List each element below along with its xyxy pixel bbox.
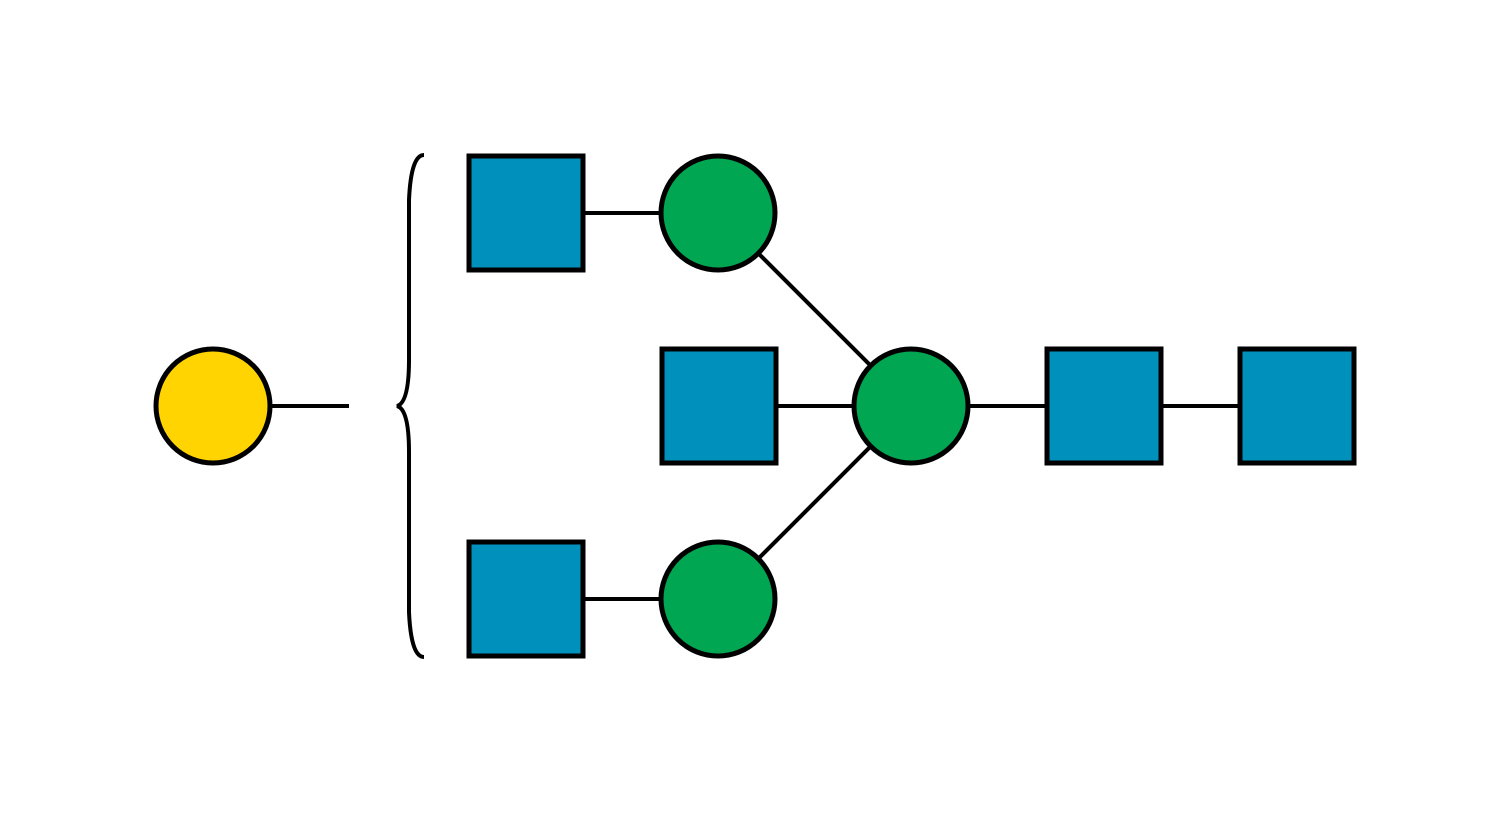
glcnac-top-blue-square-icon [466, 153, 586, 273]
glcnac-bisect-blue-square-icon [659, 346, 779, 466]
mannose-core-green-circle-icon [851, 346, 971, 466]
mannose-top-green-circle-icon [658, 153, 778, 273]
glcnac-bottom-blue-square-icon [466, 539, 586, 659]
residue-group [153, 153, 1357, 659]
curly-brace-icon [396, 153, 425, 659]
glcnac-core-1-blue-square-icon [1044, 346, 1164, 466]
glcnac-core-2-blue-square-icon [1237, 346, 1357, 466]
galactose-yellow-circle-icon [153, 346, 273, 466]
mannose-bottom-green-circle-icon [658, 539, 778, 659]
